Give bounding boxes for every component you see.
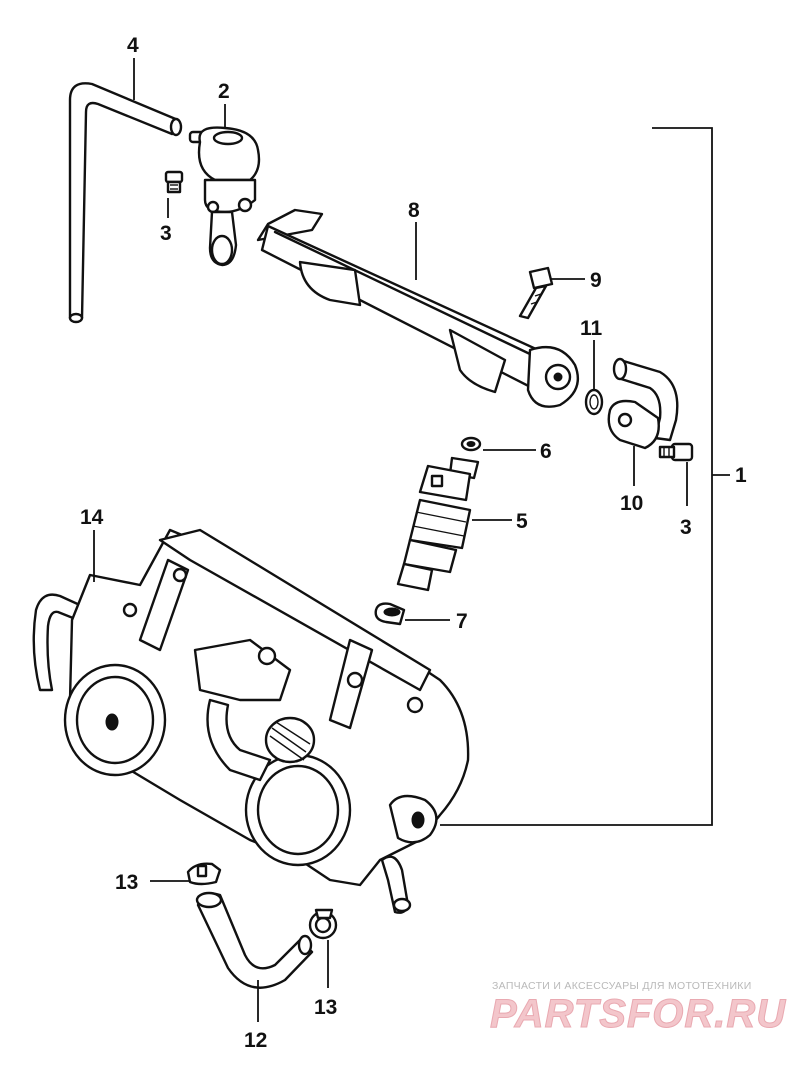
- insulator: [374, 602, 406, 626]
- screw-upper: [164, 170, 184, 194]
- hose-clamp-lower: [308, 908, 338, 940]
- callout-10: 10: [620, 492, 643, 515]
- callout-1: 1: [735, 464, 747, 487]
- fuel-inlet-joint: [607, 357, 679, 450]
- callout-3-upper: 3: [160, 222, 172, 245]
- o-ring: [584, 388, 604, 416]
- screw-right: [658, 442, 694, 462]
- fuel-rail: [256, 208, 580, 408]
- assembly-bracket: [440, 127, 730, 826]
- callout-labels: 1 2 3 3 4 5 6 7 8 9 10 11 12 13 13 14: [80, 34, 747, 1052]
- callout-3-right: 3: [680, 516, 692, 539]
- callout-8: 8: [408, 199, 420, 222]
- watermark-logo: PARTSFOR.RU: [490, 992, 786, 1036]
- callout-7: 7: [456, 610, 468, 633]
- bolt: [518, 266, 554, 320]
- callout-13-lower: 13: [314, 996, 337, 1019]
- water-hose: [195, 891, 314, 989]
- throttle-body: [32, 528, 470, 914]
- leader-lines: [93, 58, 688, 1022]
- callout-2: 2: [218, 80, 230, 103]
- callout-4: 4: [127, 34, 139, 57]
- callout-5: 5: [516, 510, 528, 533]
- callout-6: 6: [540, 440, 552, 463]
- callout-9: 9: [590, 269, 602, 292]
- vacuum-hose: [68, 82, 183, 324]
- seal-ring: [460, 436, 482, 452]
- pressure-regulator: [188, 126, 261, 267]
- callout-13-left: 13: [115, 871, 138, 894]
- hose-clamp-upper: [186, 862, 222, 886]
- callout-12: 12: [244, 1029, 267, 1052]
- watermark: ЗАПЧАСТИ И АКСЕССУАРЫ ДЛЯ МОТОТЕХНИКИ PA…: [490, 980, 786, 1037]
- fuel-injector: [396, 456, 480, 592]
- callout-14: 14: [80, 506, 104, 529]
- callout-11: 11: [580, 317, 603, 340]
- watermark-subtitle: ЗАПЧАСТИ И АКСЕССУАРЫ ДЛЯ МОТОТЕХНИКИ: [492, 980, 752, 992]
